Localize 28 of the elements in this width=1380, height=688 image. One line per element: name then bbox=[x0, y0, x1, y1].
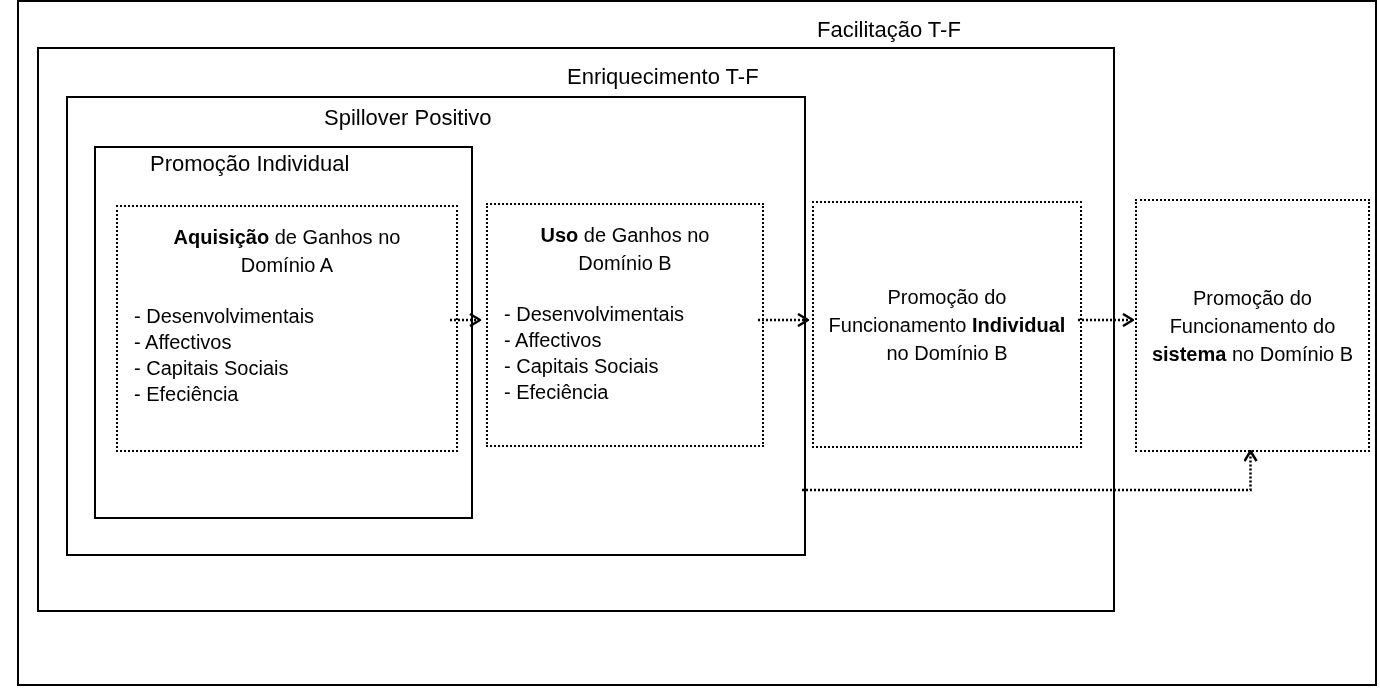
group-frame bbox=[37, 47, 1115, 612]
group-title: Facilitação T-F bbox=[817, 18, 961, 42]
list-item: - Desenvolvimentais bbox=[504, 302, 686, 327]
group-title: Spillover Positivo bbox=[324, 106, 492, 130]
list-item: - Capitais Sociais bbox=[134, 356, 290, 381]
dotted-box bbox=[1135, 199, 1370, 452]
dotted-arrow bbox=[1078, 312, 1135, 328]
group-title: Enriquecimento T-F bbox=[567, 65, 759, 89]
dotted-arrow bbox=[802, 449, 1258, 492]
dotted-box bbox=[486, 203, 764, 447]
group-frame bbox=[94, 146, 473, 519]
dotted-box bbox=[116, 205, 458, 452]
list-item: - Efeciência bbox=[134, 382, 240, 407]
group-frame bbox=[17, 0, 1377, 686]
list-item: - Affectivos bbox=[134, 330, 233, 355]
group-frame bbox=[66, 96, 806, 556]
box-text: Promoção do Funcionamento Individual no Domínio B bbox=[827, 284, 1067, 366]
list-item: - Efeciência bbox=[504, 380, 610, 405]
dotted-arrow bbox=[450, 312, 482, 328]
dotted-box bbox=[812, 201, 1082, 448]
box-heading: Uso de Ganhos no Domínio B bbox=[539, 223, 711, 276]
list-item: - Desenvolvimentais bbox=[134, 304, 316, 329]
dotted-arrow bbox=[758, 312, 810, 328]
list-item: - Capitais Sociais bbox=[504, 354, 660, 379]
group-title: Promoção Individual bbox=[150, 152, 350, 176]
box-heading: Aquisição de Ganhos no Domínio A bbox=[172, 225, 402, 278]
box-text: Promoção do Funcionamento do sistema no Domínio B bbox=[1150, 285, 1355, 367]
list-item: - Affectivos bbox=[504, 328, 603, 353]
